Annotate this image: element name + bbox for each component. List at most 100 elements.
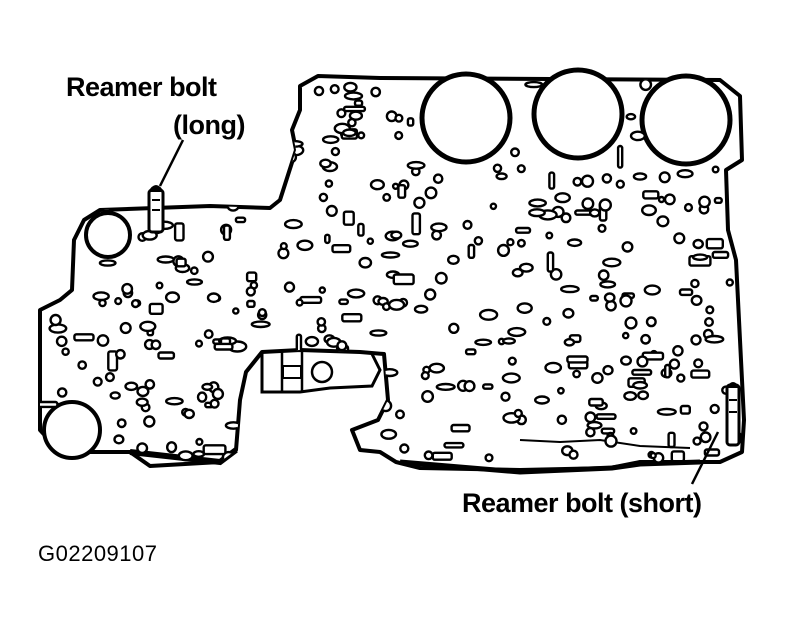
passage-hole: [629, 427, 638, 436]
passage-hole: [698, 421, 709, 432]
passage-hole: [358, 256, 373, 269]
passage-hole: [61, 347, 70, 357]
passage-hole: [242, 439, 254, 452]
passage-hole: [668, 358, 681, 370]
passage-hole: [185, 278, 204, 286]
figure-code: G02209107: [38, 541, 158, 566]
passage-hole: [47, 216, 58, 228]
passage-hole: [544, 361, 563, 374]
passage-hole: [316, 316, 327, 327]
passage-hole: [391, 182, 400, 191]
passage-hole: [341, 128, 357, 138]
reamer-bolt-short-label: Reamer bolt (short): [462, 488, 702, 518]
passage-hole: [510, 147, 521, 158]
passage-hole: [343, 91, 364, 101]
passage-hole: [566, 355, 589, 364]
passage-hole: [705, 305, 715, 315]
passage-hole: [625, 112, 637, 121]
passage-hole: [678, 288, 694, 297]
passage-hole: [597, 269, 610, 282]
passage-hole: [699, 431, 712, 444]
passage-hole: [448, 322, 460, 334]
passage-hole: [369, 329, 388, 337]
passage-hole: [602, 257, 622, 268]
passage-hole: [399, 443, 410, 454]
passage-hole: [566, 238, 583, 248]
passage-hole: [597, 223, 607, 234]
passage-hole: [57, 246, 70, 257]
passage-hole: [484, 453, 494, 463]
passage-hole: [47, 268, 67, 279]
passage-hole: [434, 271, 448, 285]
passage-hole: [692, 436, 702, 446]
passage-hole: [406, 117, 415, 127]
passage-hole: [206, 292, 221, 304]
passage-hole: [357, 131, 366, 140]
passage-hole: [572, 369, 581, 379]
reamer-bolt-long-label-line2: (long): [173, 110, 245, 140]
passage-hole: [554, 192, 571, 204]
passage-hole: [92, 291, 110, 302]
passage-hole: [692, 238, 705, 250]
passage-hole: [602, 364, 614, 376]
passage-hole: [387, 298, 406, 311]
passage-hole: [283, 281, 296, 293]
passage-hole: [245, 271, 258, 283]
passage-hole: [621, 331, 630, 340]
passage-hole: [511, 267, 524, 278]
passage-hole: [568, 449, 579, 460]
passage-hole: [342, 105, 367, 113]
passage-hole: [324, 179, 334, 188]
passage-hole: [632, 380, 649, 390]
passage-hole: [380, 251, 401, 259]
passage-hole: [656, 215, 670, 228]
passage-hole: [119, 321, 132, 335]
passage-hole: [321, 135, 340, 145]
passage-hole: [424, 186, 438, 200]
passage-hole: [336, 340, 348, 352]
passage-hole: [173, 222, 185, 242]
passage-hole: [581, 197, 595, 211]
passage-hole: [649, 451, 657, 460]
passage-hole: [663, 193, 676, 206]
passage-hole: [640, 333, 651, 345]
passage-hole: [52, 285, 64, 297]
passage-hole: [588, 397, 604, 407]
passage-hole: [113, 434, 125, 445]
passage-hole: [166, 441, 178, 454]
passage-hole: [366, 237, 375, 245]
passage-hole: [560, 212, 572, 224]
passage-hole: [420, 371, 430, 381]
passage-hole: [513, 408, 523, 419]
passage-hole: [506, 237, 515, 247]
bore-left-upper: [84, 211, 132, 259]
passage-hole: [324, 233, 331, 245]
passage-hole: [478, 308, 499, 321]
passage-hole: [121, 282, 134, 295]
passage-hole: [711, 165, 720, 174]
passage-hole: [572, 176, 583, 187]
passage-hole: [329, 83, 340, 95]
passage-hole: [139, 320, 157, 333]
passage-hole: [380, 428, 398, 440]
passage-hole: [245, 286, 257, 297]
passage-hole: [395, 409, 406, 420]
passage-hole: [560, 284, 580, 294]
passage-hole: [474, 338, 493, 347]
passage-hole: [604, 434, 618, 448]
passage-hole: [639, 78, 653, 92]
passage-hole: [143, 415, 156, 428]
reamer-bolt-short-leader: [690, 431, 720, 485]
passage-hole: [603, 292, 616, 303]
passage-hole: [296, 239, 314, 252]
reamer-bolt-long-leader: [158, 139, 185, 187]
passage-hole: [342, 210, 355, 226]
passage-hole: [514, 226, 532, 234]
passage-hole: [202, 444, 227, 456]
passage-hole: [693, 358, 704, 369]
passage-hole: [642, 190, 660, 200]
passage-hole: [672, 344, 684, 357]
passage-hole: [500, 391, 511, 402]
passage-hole: [192, 450, 206, 459]
